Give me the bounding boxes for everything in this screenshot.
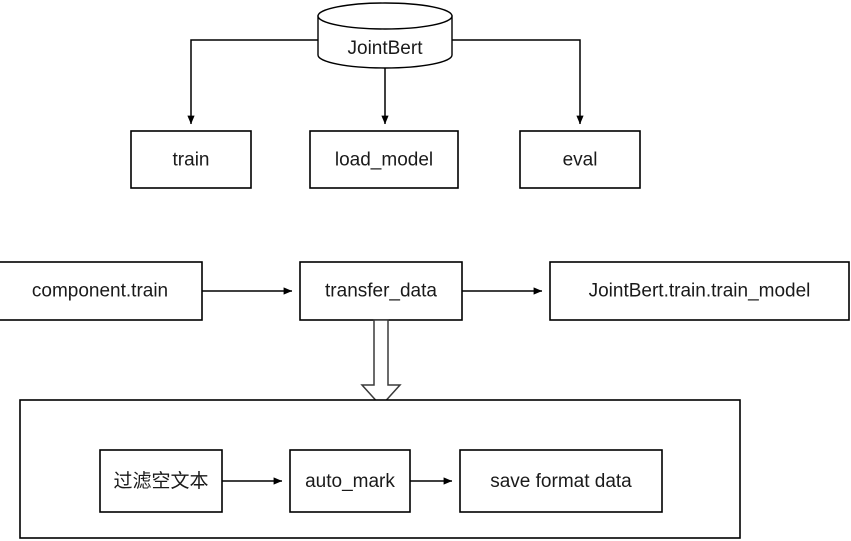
node-auto-mark-label: auto_mark bbox=[305, 471, 395, 492]
node-component-train-label: component.train bbox=[32, 281, 168, 302]
node-train-label: train bbox=[173, 150, 210, 171]
node-train[interactable]: train bbox=[130, 130, 252, 189]
node-load-model[interactable]: load_model bbox=[309, 130, 459, 189]
node-transfer-data[interactable]: transfer_data bbox=[299, 261, 463, 321]
node-jointbert-train-train-model[interactable]: JointBert.train.train_model bbox=[549, 261, 850, 321]
node-filter-empty-text[interactable]: 过滤空文本 bbox=[99, 449, 223, 513]
tree-connectors bbox=[187, 39, 584, 125]
node-save-format-data[interactable]: save format data bbox=[459, 449, 663, 513]
datastore-jointbert[interactable]: JointBert bbox=[317, 2, 453, 69]
node-transfer-data-label: transfer_data bbox=[325, 281, 437, 302]
node-auto-mark[interactable]: auto_mark bbox=[289, 449, 411, 513]
node-save-format-data-label: save format data bbox=[490, 471, 632, 492]
block-arrow-down bbox=[360, 319, 402, 408]
node-component-train[interactable]: component.train bbox=[0, 261, 203, 321]
node-filter-empty-text-label: 过滤空文本 bbox=[113, 470, 208, 492]
node-jointbert-train-train-model-label: JointBert.train.train_model bbox=[589, 281, 811, 302]
datastore-label: JointBert bbox=[348, 38, 424, 59]
edge-jointbert-to-train bbox=[187, 39, 318, 125]
node-load-model-label: load_model bbox=[335, 150, 433, 171]
node-eval-label: eval bbox=[563, 150, 598, 171]
node-eval[interactable]: eval bbox=[519, 130, 641, 189]
edge-jointbert-to-eval bbox=[452, 39, 584, 125]
